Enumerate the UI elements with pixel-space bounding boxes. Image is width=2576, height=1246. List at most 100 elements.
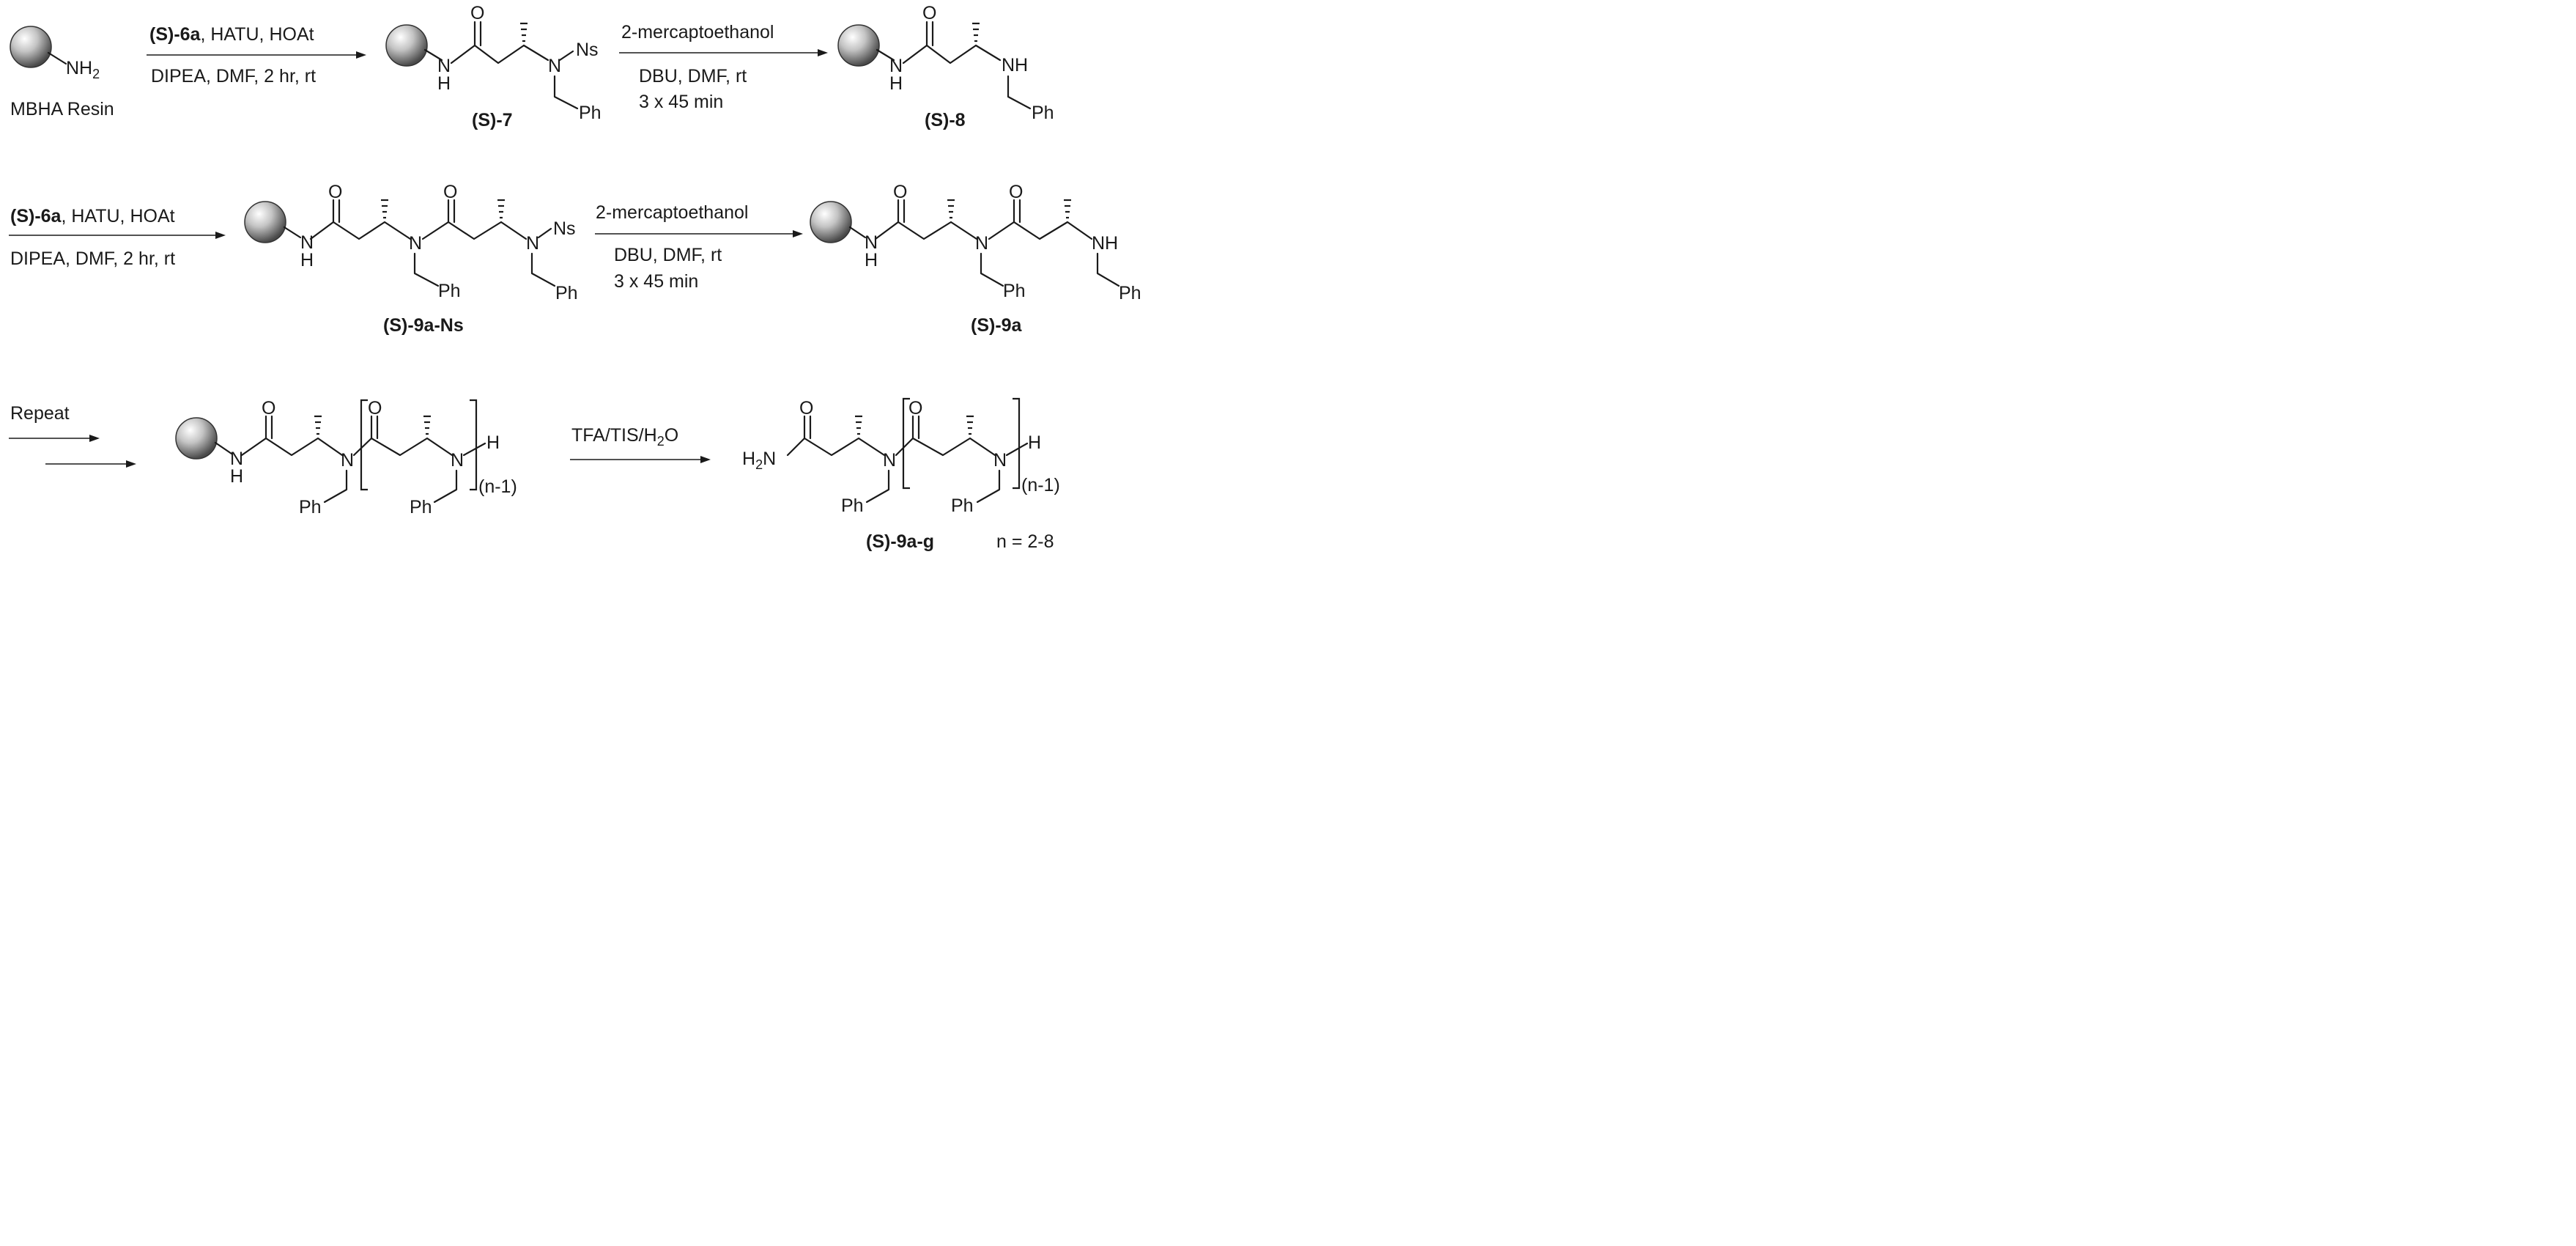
- protecting-group-ns: Ns: [553, 218, 576, 239]
- bond: [450, 44, 525, 64]
- bond: [1007, 75, 1032, 110]
- bond: [558, 50, 574, 62]
- bond: [976, 469, 1001, 504]
- bond: [902, 44, 977, 64]
- phenyl-label: Ph: [299, 497, 322, 517]
- atom-o: O: [908, 398, 922, 419]
- atom-n: N: [993, 450, 1007, 471]
- coupling-reagents-line1: (S)-6a, HATU, HOAt: [10, 206, 175, 226]
- atom-n: N: [341, 450, 354, 471]
- atom-h: H: [230, 466, 243, 487]
- reaction-arrow-coupling-2: (S)-6a, HATU, HOAt DIPEA, DMF, 2 hr, rt: [9, 206, 226, 269]
- atom-o: O: [893, 182, 907, 202]
- bond: [530, 252, 556, 287]
- bond: [240, 437, 344, 457]
- oligomer-range-label: n = 2-8: [996, 531, 1054, 552]
- bond: [283, 226, 302, 239]
- atom-o: O: [368, 398, 382, 419]
- bond: [1005, 442, 1029, 457]
- protecting-group-ns: Ns: [576, 40, 599, 60]
- deprotection-reagent-line3: 3 x 45 min: [639, 92, 723, 112]
- resin-bead: [175, 417, 218, 460]
- atom-h: H: [300, 250, 314, 270]
- bond: [433, 469, 458, 504]
- hashed-stereo-bond: [947, 199, 955, 219]
- hashed-stereo-bond: [314, 415, 322, 435]
- reaction-arrow-cleavage: TFA/TIS/H2O: [570, 425, 711, 463]
- repeat-bracket-right: [470, 399, 478, 491]
- coupling-reagents-line1: (S)-6a, HATU, HOAt: [149, 24, 314, 45]
- atom-n: N: [409, 233, 422, 254]
- bond: [1096, 252, 1120, 287]
- repeat-index-label: (n-1): [478, 476, 517, 497]
- bond: [876, 48, 895, 62]
- resin-bead: [810, 201, 852, 243]
- phenyl-label: Ph: [410, 497, 432, 517]
- resin-bead: [10, 26, 52, 68]
- hashed-stereo-bond: [966, 415, 974, 435]
- atom-n: N: [437, 56, 451, 76]
- deprotection-reagent-line3: 3 x 45 min: [614, 271, 698, 292]
- phenyl-label: Ph: [555, 283, 578, 303]
- atom-nh: NH: [1002, 55, 1028, 75]
- repeat-label: Repeat: [10, 403, 70, 424]
- compound-label-s7: (S)-7: [472, 110, 513, 130]
- hashed-stereo-bond: [520, 22, 528, 43]
- bond: [323, 469, 348, 504]
- compound-label-s9a: (S)-9a: [971, 315, 1023, 336]
- phenyl-label: Ph: [1032, 103, 1054, 123]
- atom-n: N: [865, 232, 878, 253]
- resin-bead: [244, 201, 286, 243]
- atom-o: O: [470, 3, 484, 23]
- bond: [848, 226, 867, 239]
- bond: [865, 469, 890, 504]
- repeat-arrows: Repeat: [9, 403, 136, 468]
- coupling-reagents-line2: DIPEA, DMF, 2 hr, rt: [10, 248, 175, 269]
- bond: [553, 75, 579, 110]
- atom-h: H: [865, 250, 878, 270]
- mbha-resin: NH2 MBHA Resin: [10, 26, 114, 119]
- repeat-index-label: (n-1): [1021, 475, 1060, 495]
- atom-n: N: [451, 450, 464, 471]
- deprotection-reagent-line1: 2-mercaptoethanol: [621, 22, 774, 43]
- phenyl-label: Ph: [951, 495, 974, 516]
- coupling-compound-label: (S)-6a: [149, 24, 201, 45]
- phenyl-label: Ph: [1119, 283, 1141, 303]
- phenyl-label: Ph: [1003, 281, 1026, 301]
- bond: [988, 221, 1093, 240]
- hashed-stereo-bond: [1064, 199, 1071, 219]
- reaction-arrow-coupling-1: (S)-6a, HATU, HOAt DIPEA, DMF, 2 hr, rt: [147, 24, 366, 86]
- repeat-bracket-right: [1013, 397, 1021, 490]
- atom-n: N: [526, 233, 539, 254]
- bond: [423, 48, 443, 62]
- resin-amine-label: NH2: [66, 58, 100, 81]
- compound-label-s9a-ns: (S)-9a-Ns: [383, 315, 464, 336]
- repeat-bracket-left: [902, 397, 910, 490]
- deprotection-reagent-line2: DBU, DMF, rt: [639, 66, 747, 86]
- bond: [462, 442, 486, 457]
- reaction-arrow-deprotection-1: 2-mercaptoethanol DBU, DMF, rt 3 x 45 mi…: [619, 22, 828, 112]
- hashed-stereo-bond: [855, 415, 862, 435]
- bond: [974, 44, 1002, 62]
- resin-bead: [385, 24, 428, 67]
- bond: [309, 221, 412, 240]
- coupling-reagents-line2: DIPEA, DMF, 2 hr, rt: [151, 66, 316, 86]
- atom-n: N: [883, 450, 896, 471]
- bond: [47, 51, 67, 65]
- structure-s9a: N H O N Ph O NH Ph (S)-9a: [810, 182, 1141, 336]
- bond: [895, 437, 996, 457]
- bond: [421, 221, 528, 240]
- resin-name-label: MBHA Resin: [10, 99, 114, 119]
- bond: [786, 437, 886, 457]
- atom-h: H: [889, 73, 903, 94]
- reaction-scheme: NH2 MBHA Resin (S)-6a, HATU, HOAt DIPEA,…: [9, 3, 1141, 552]
- structure-s7: N H O N Ns Ph (S)-7: [385, 3, 602, 130]
- coupling-compound-label: (S)-6a: [10, 206, 62, 226]
- structure-s8: N H O NH Ph (S)-8: [837, 3, 1054, 130]
- reaction-arrow-deprotection-2: 2-mercaptoethanol DBU, DMF, rt 3 x 45 mi…: [595, 202, 803, 292]
- hashed-stereo-bond: [972, 22, 980, 43]
- phenyl-label: Ph: [841, 495, 864, 516]
- bond: [352, 437, 454, 457]
- hashed-stereo-bond: [497, 199, 505, 219]
- atom-o: O: [799, 398, 813, 419]
